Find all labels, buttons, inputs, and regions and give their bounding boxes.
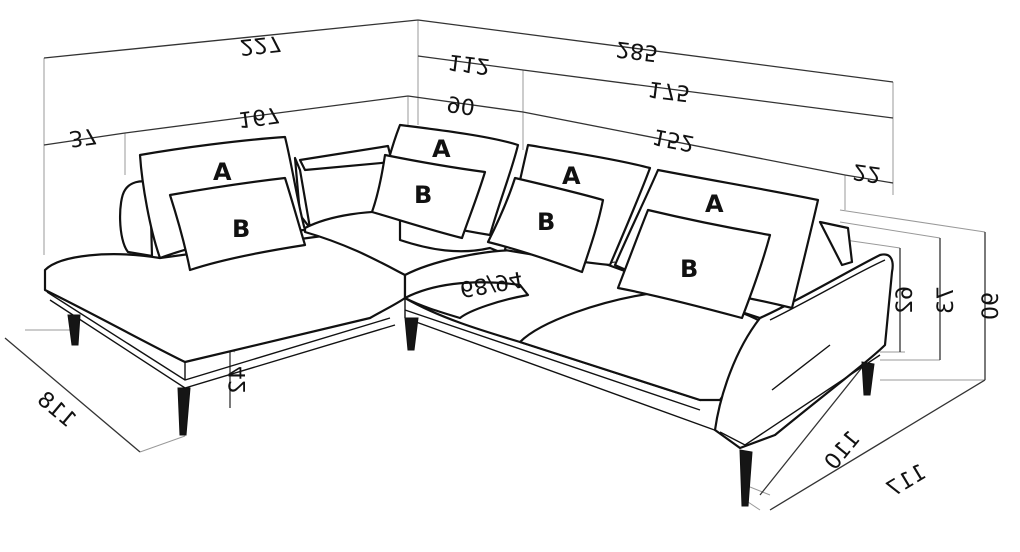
throw-pillow-1 [168, 176, 307, 272]
cushion-label-b-1: B [232, 215, 250, 243]
right-armrest [713, 253, 894, 450]
dim-line-37 [43, 132, 126, 146]
cushion-label-a-2: A [432, 135, 451, 163]
dim-label-42: 42 [226, 366, 251, 394]
dim-line-112 [417, 55, 524, 71]
dim-label-175: 175 [647, 75, 692, 105]
dim-label-90-height: 90 [979, 292, 1004, 320]
chaise-bolster [118, 180, 154, 258]
dim-label-227: 227 [238, 30, 282, 59]
dimension-lines [4, 19, 986, 511]
armrest-top-seam [769, 259, 886, 321]
sofa-drawing [43, 123, 894, 507]
dim-label-22: 22 [851, 158, 882, 187]
dim-label-62: 62 [893, 286, 918, 314]
dim-line-110 [759, 354, 873, 496]
cushion-label-b-4: B [680, 255, 698, 283]
dim-line-175 [522, 69, 894, 119]
leg-middle [404, 317, 419, 351]
right-front-rail-lower [404, 317, 721, 433]
cushion-label-b-2: B [414, 181, 432, 209]
right-back-panel [818, 220, 854, 267]
dim-label-118: 118 [32, 387, 80, 433]
dim-label-110: 110 [820, 427, 866, 475]
dim-label-152: 152 [651, 123, 697, 156]
throw-pillow-4 [616, 208, 772, 320]
dim-label-90: 90 [445, 90, 476, 119]
throw-pillow-3 [486, 176, 605, 274]
dim-line-167 [124, 95, 409, 134]
dim-line-90 [407, 95, 524, 113]
cushion-label-a-3: A [562, 162, 581, 190]
throw-pillow-2 [370, 153, 487, 240]
dim-line-285 [417, 19, 894, 83]
dim-label-73: 73 [934, 286, 959, 314]
cushion-label-a-4: A [705, 190, 724, 218]
leg-left-front [177, 387, 191, 436]
leg-right-front [739, 449, 753, 507]
cushion-label-b-3: B [537, 208, 555, 236]
dim-label-37: 37 [67, 122, 98, 151]
dim-label-117: 117 [882, 460, 931, 503]
dim-line-22 [844, 174, 894, 184]
cushion-label-a-1: A [213, 158, 232, 186]
leg-left-back [67, 314, 81, 346]
armrest-base-edge [719, 354, 881, 446]
dim-line-227 [43, 19, 419, 59]
leg-right-back [861, 361, 875, 396]
dim-line-117 [769, 379, 986, 511]
dim-line-118 [4, 337, 141, 453]
right-front-rail [404, 309, 701, 411]
dim-label-285: 285 [615, 35, 660, 65]
middle-seat-cushion [403, 281, 530, 320]
left-back-rail [298, 144, 394, 172]
cushion-labels: A A A A B B B B [213, 135, 724, 283]
dim-line-152 [522, 111, 846, 176]
armrest-side-seam [771, 344, 831, 391]
dim-label-112: 112 [447, 48, 492, 78]
dim-label-167: 167 [236, 101, 281, 132]
